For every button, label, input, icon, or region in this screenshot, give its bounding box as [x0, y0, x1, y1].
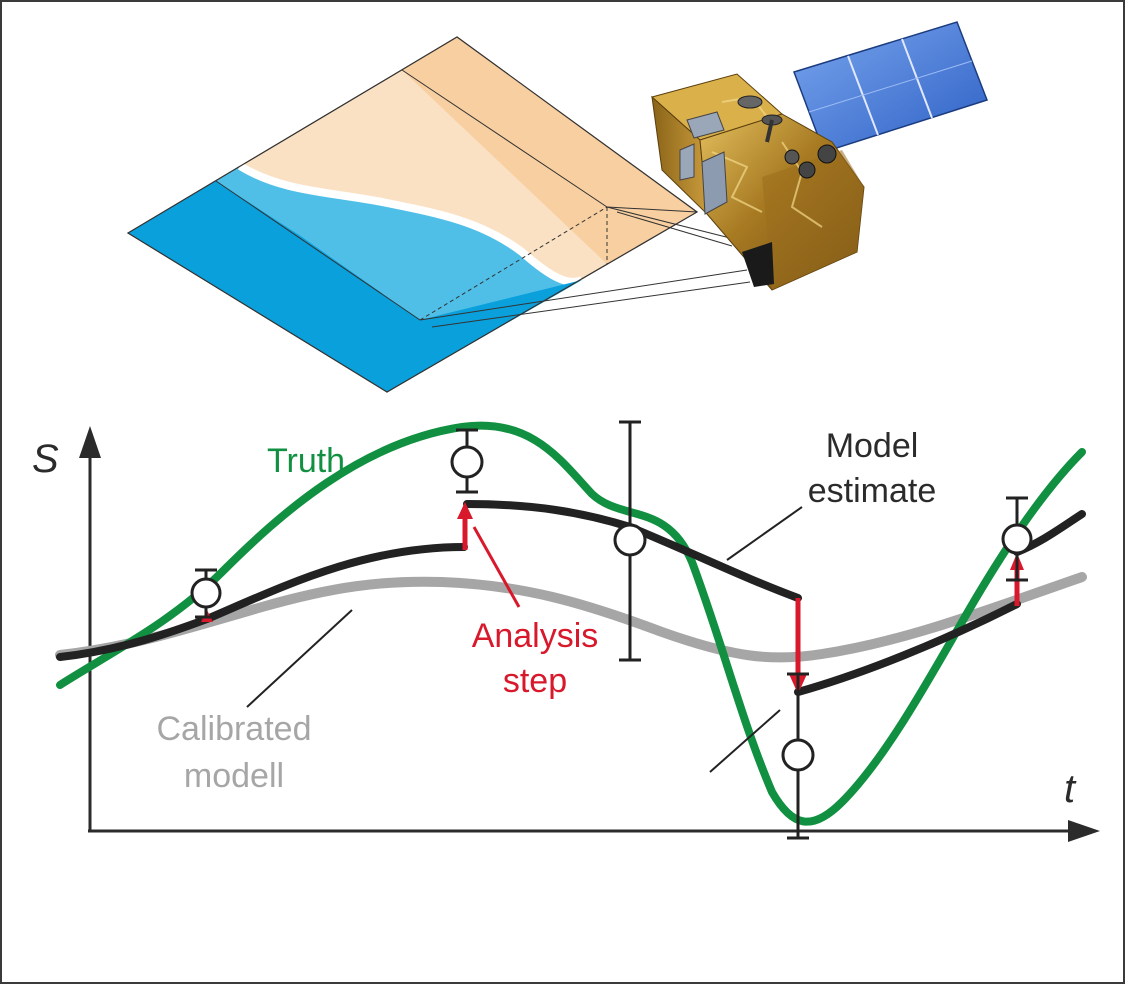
time-series-plot: S t Truth Model estimate Analysis step C… [32, 420, 1100, 842]
calibrated-model-label-line1: Calibrated [157, 710, 312, 748]
y-axis-arrow-icon [79, 426, 101, 458]
observation-5 [1001, 496, 1033, 582]
coastline-terrain [126, 36, 751, 393]
truth-curve [56, 421, 1086, 826]
calibrated-leader [246, 609, 353, 708]
analysis-steps [201, 502, 1024, 694]
satellite-icon [650, 21, 988, 291]
land-shaded-area [402, 37, 697, 264]
truth-label: Truth [267, 442, 345, 480]
model-estimate-label-line1: Model [826, 427, 919, 465]
observation-2 [450, 428, 484, 494]
analysis-step-label-line2: step [503, 662, 567, 700]
observations [190, 420, 1033, 840]
solar-panel [793, 21, 988, 165]
observation-1 [190, 568, 222, 619]
model-estimate-leader [726, 506, 803, 561]
model-estimate-curve [56, 500, 1086, 696]
calibrated-model-curve [55, 572, 1087, 663]
observation-3 [613, 420, 647, 662]
x-axis-label: t [1064, 767, 1077, 811]
model-estimate-label-line2: estimate [808, 472, 937, 510]
analysis-leader [472, 526, 521, 608]
calibrated-model-label-line2: modell [184, 757, 284, 795]
model-estimate-leader-2 [709, 709, 781, 773]
x-axis-arrow-icon [1068, 820, 1100, 842]
y-axis-label: S [32, 437, 59, 481]
analysis-arrow-2 [457, 502, 473, 550]
analysis-step-label-line1: Analysis [472, 617, 599, 655]
observation-4 [781, 672, 815, 840]
shoreline [237, 162, 584, 286]
